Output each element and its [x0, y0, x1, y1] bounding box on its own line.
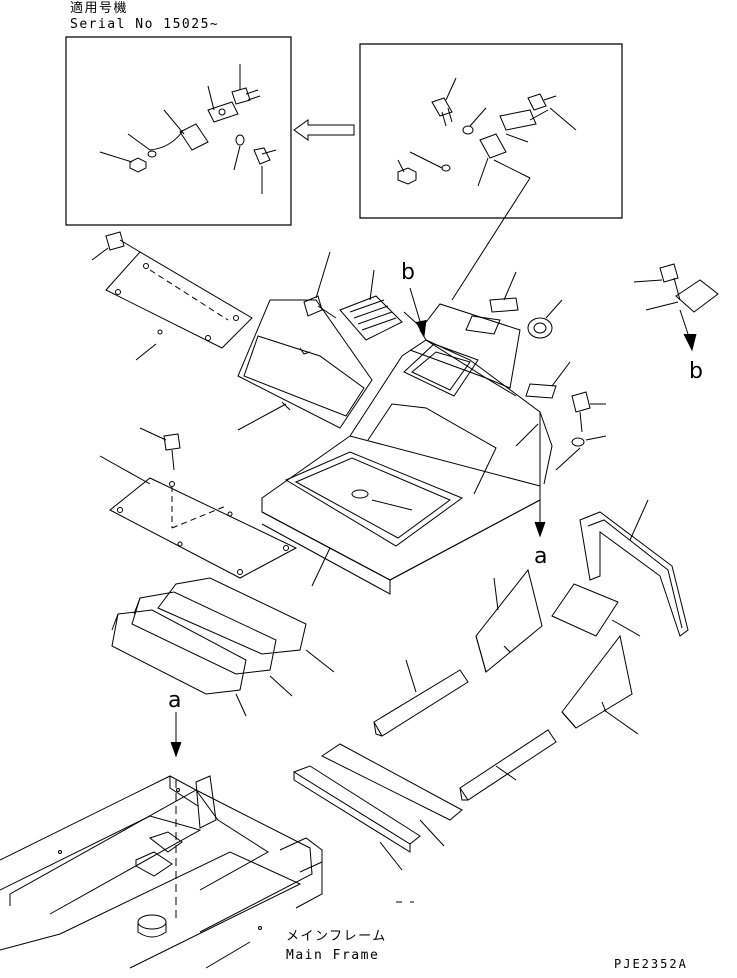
detail-box-serial-15025 [66, 37, 291, 225]
detail-b-right [634, 264, 718, 350]
detail-box-standard [360, 44, 622, 300]
main-frame-label-jp: メインフレーム [286, 929, 387, 944]
callout-a-arrow-right [535, 490, 545, 536]
callout-b-arrow-top [410, 288, 426, 336]
detail-direction-arrow [294, 120, 354, 140]
applicable-serial-heading-jp: 適用号機 [70, 1, 129, 16]
left-upper-cover-plate [92, 232, 252, 360]
bottom-seal-strips [294, 744, 462, 902]
callout-a-left: a [168, 688, 182, 713]
side-trim-strip-lower [460, 730, 556, 800]
floor-mats [112, 578, 334, 716]
triangular-side-panel-upper [476, 570, 542, 672]
callout-b-top: b [401, 260, 415, 285]
small-parts-right [490, 272, 606, 470]
callout-a-right: a [534, 544, 548, 569]
floor-frame-assembly [262, 304, 552, 594]
left-lower-cover-plate [100, 428, 296, 578]
side-trim-strip-upper [374, 660, 468, 736]
triangular-side-panel-lower [562, 636, 638, 734]
rear-frame-seal [580, 500, 688, 636]
callout-b-right: b [689, 359, 703, 384]
main-frame-label-en: Main Frame [286, 948, 380, 963]
square-pad [552, 584, 640, 636]
applicable-serial-number: Serial No 15025~ [70, 17, 220, 32]
callout-a-arrow-left [171, 712, 181, 920]
drawing-code: PJE2352A [614, 957, 688, 971]
grille-and-bolt [304, 252, 402, 340]
main-frame [0, 776, 322, 968]
left-mid-panel [238, 300, 372, 430]
